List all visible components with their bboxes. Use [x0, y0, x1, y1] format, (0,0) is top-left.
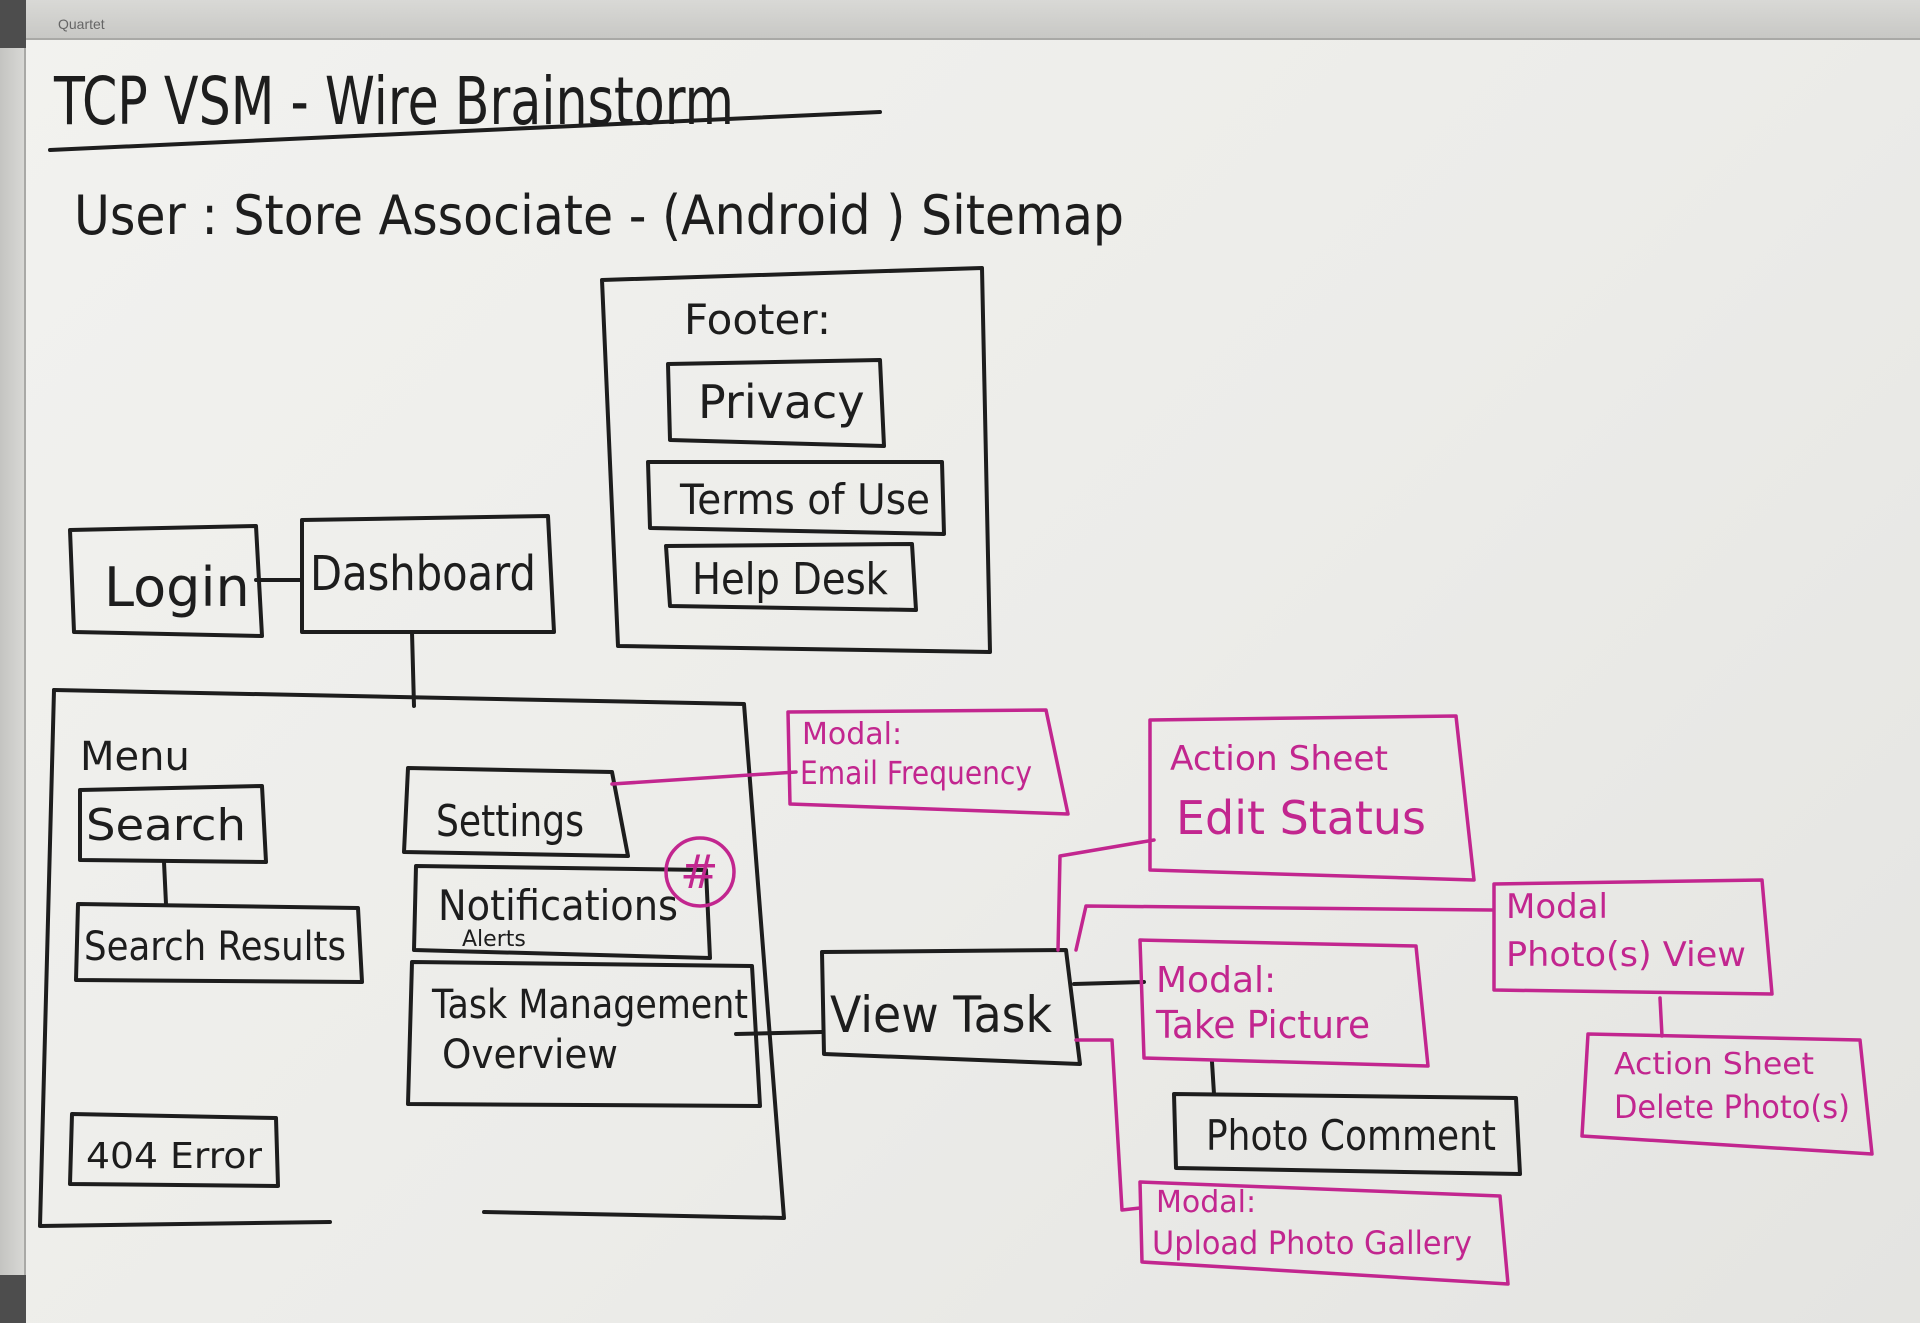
settings-box: [402, 766, 630, 858]
edit-status-box: [1148, 714, 1476, 882]
title-underline: [48, 110, 882, 152]
upload-gallery-label-line2: Upload Photo Gallery: [1152, 1224, 1472, 1262]
task-viewtask-connector: [734, 1030, 824, 1036]
notifications-label: Notifications: [438, 881, 678, 930]
search-box: [78, 784, 268, 864]
photo-comment-box: [1172, 1092, 1522, 1176]
photos-view-label-line2: Photo(s) View: [1506, 935, 1746, 975]
take-picture-label-line2: Take Picture: [1155, 1003, 1370, 1047]
take-picture-box: [1138, 938, 1430, 1068]
task-management-label-line2: Overview: [442, 1032, 618, 1078]
helpdesk-box: [664, 542, 918, 612]
footer-label: Footer:: [684, 295, 831, 344]
delete-photos-label-line1: Action Sheet: [1614, 1047, 1814, 1082]
board-frame-top: [0, 0, 1920, 40]
alerts-label: Alerts: [462, 927, 526, 952]
viewtask-upload-connector: [1074, 1038, 1142, 1212]
takepicture-photocomment-connector: [1210, 1060, 1216, 1096]
login-box: [68, 524, 264, 638]
footer-item-terms: Terms of Use: [679, 475, 930, 524]
photosview-deletephotos-connector: [1658, 996, 1664, 1038]
menu-box-right: [52, 688, 786, 1220]
task-management-label-line1: Task Management: [431, 982, 748, 1028]
frame-corner-top-left: [0, 0, 26, 48]
login-label: Login: [104, 556, 250, 619]
error404-label: 404 Error: [86, 1136, 262, 1177]
edit-status-label-line1: Action Sheet: [1170, 739, 1388, 779]
settings-label: Settings: [436, 796, 584, 847]
take-picture-label-line1: Modal:: [1156, 960, 1276, 1001]
search-results-connector: [162, 860, 168, 906]
photos-view-box: [1492, 878, 1774, 996]
footer-item-helpdesk: Help Desk: [692, 554, 888, 605]
notifications-badge-circle: [664, 836, 736, 908]
menu-box-left: [38, 688, 332, 1228]
delete-photos-box: [1580, 1032, 1874, 1156]
footer-box: [600, 266, 992, 654]
email-frequency-label-line2: Email Frequency: [800, 754, 1032, 792]
notifications-badge-label: #: [680, 845, 719, 899]
search-results-label: Search Results: [84, 924, 346, 970]
view-task-label: View Task: [830, 986, 1052, 1044]
upload-gallery-label-line1: Modal:: [1156, 1185, 1256, 1220]
viewtask-editstatus-connector: [1056, 838, 1156, 952]
photo-comment-label: Photo Comment: [1206, 1111, 1496, 1160]
search-label: Search: [86, 800, 246, 851]
diagram-title: TCP VSM - Wire Brainstorm: [53, 63, 734, 140]
dashboard-label: Dashboard: [310, 546, 536, 602]
settings-email-connector: [610, 770, 798, 786]
board-frame-left: [0, 0, 26, 1323]
frame-corner-bottom-left: [0, 1275, 26, 1323]
dashboard-menu-connector: [410, 630, 416, 708]
notifications-box: [412, 864, 712, 960]
diagram-subtitle: User : Store Associate - (Android ) Site…: [74, 184, 1124, 247]
upload-gallery-box: [1138, 1180, 1510, 1286]
view-task-box: [820, 948, 1082, 1066]
error404-box: [68, 1112, 280, 1188]
privacy-box: [666, 358, 886, 448]
photos-view-label-line1: Modal: [1506, 887, 1608, 927]
email-frequency-label-line1: Modal:: [802, 717, 902, 752]
email-frequency-box: [786, 708, 1070, 816]
edit-status-label-line2: Edit Status: [1176, 791, 1426, 845]
task-management-box: [406, 960, 762, 1108]
board-brand-label: Quartet: [58, 16, 105, 32]
dashboard-box: [300, 514, 556, 634]
viewtask-takepicture-connector: [1072, 980, 1146, 986]
delete-photos-label-line2: Delete Photo(s): [1614, 1088, 1850, 1126]
terms-box: [646, 460, 946, 536]
viewtask-photosview-connector: [1074, 904, 1494, 952]
menu-label: Menu: [80, 734, 190, 780]
footer-item-privacy: Privacy: [698, 375, 865, 429]
search-results-box: [74, 902, 364, 984]
